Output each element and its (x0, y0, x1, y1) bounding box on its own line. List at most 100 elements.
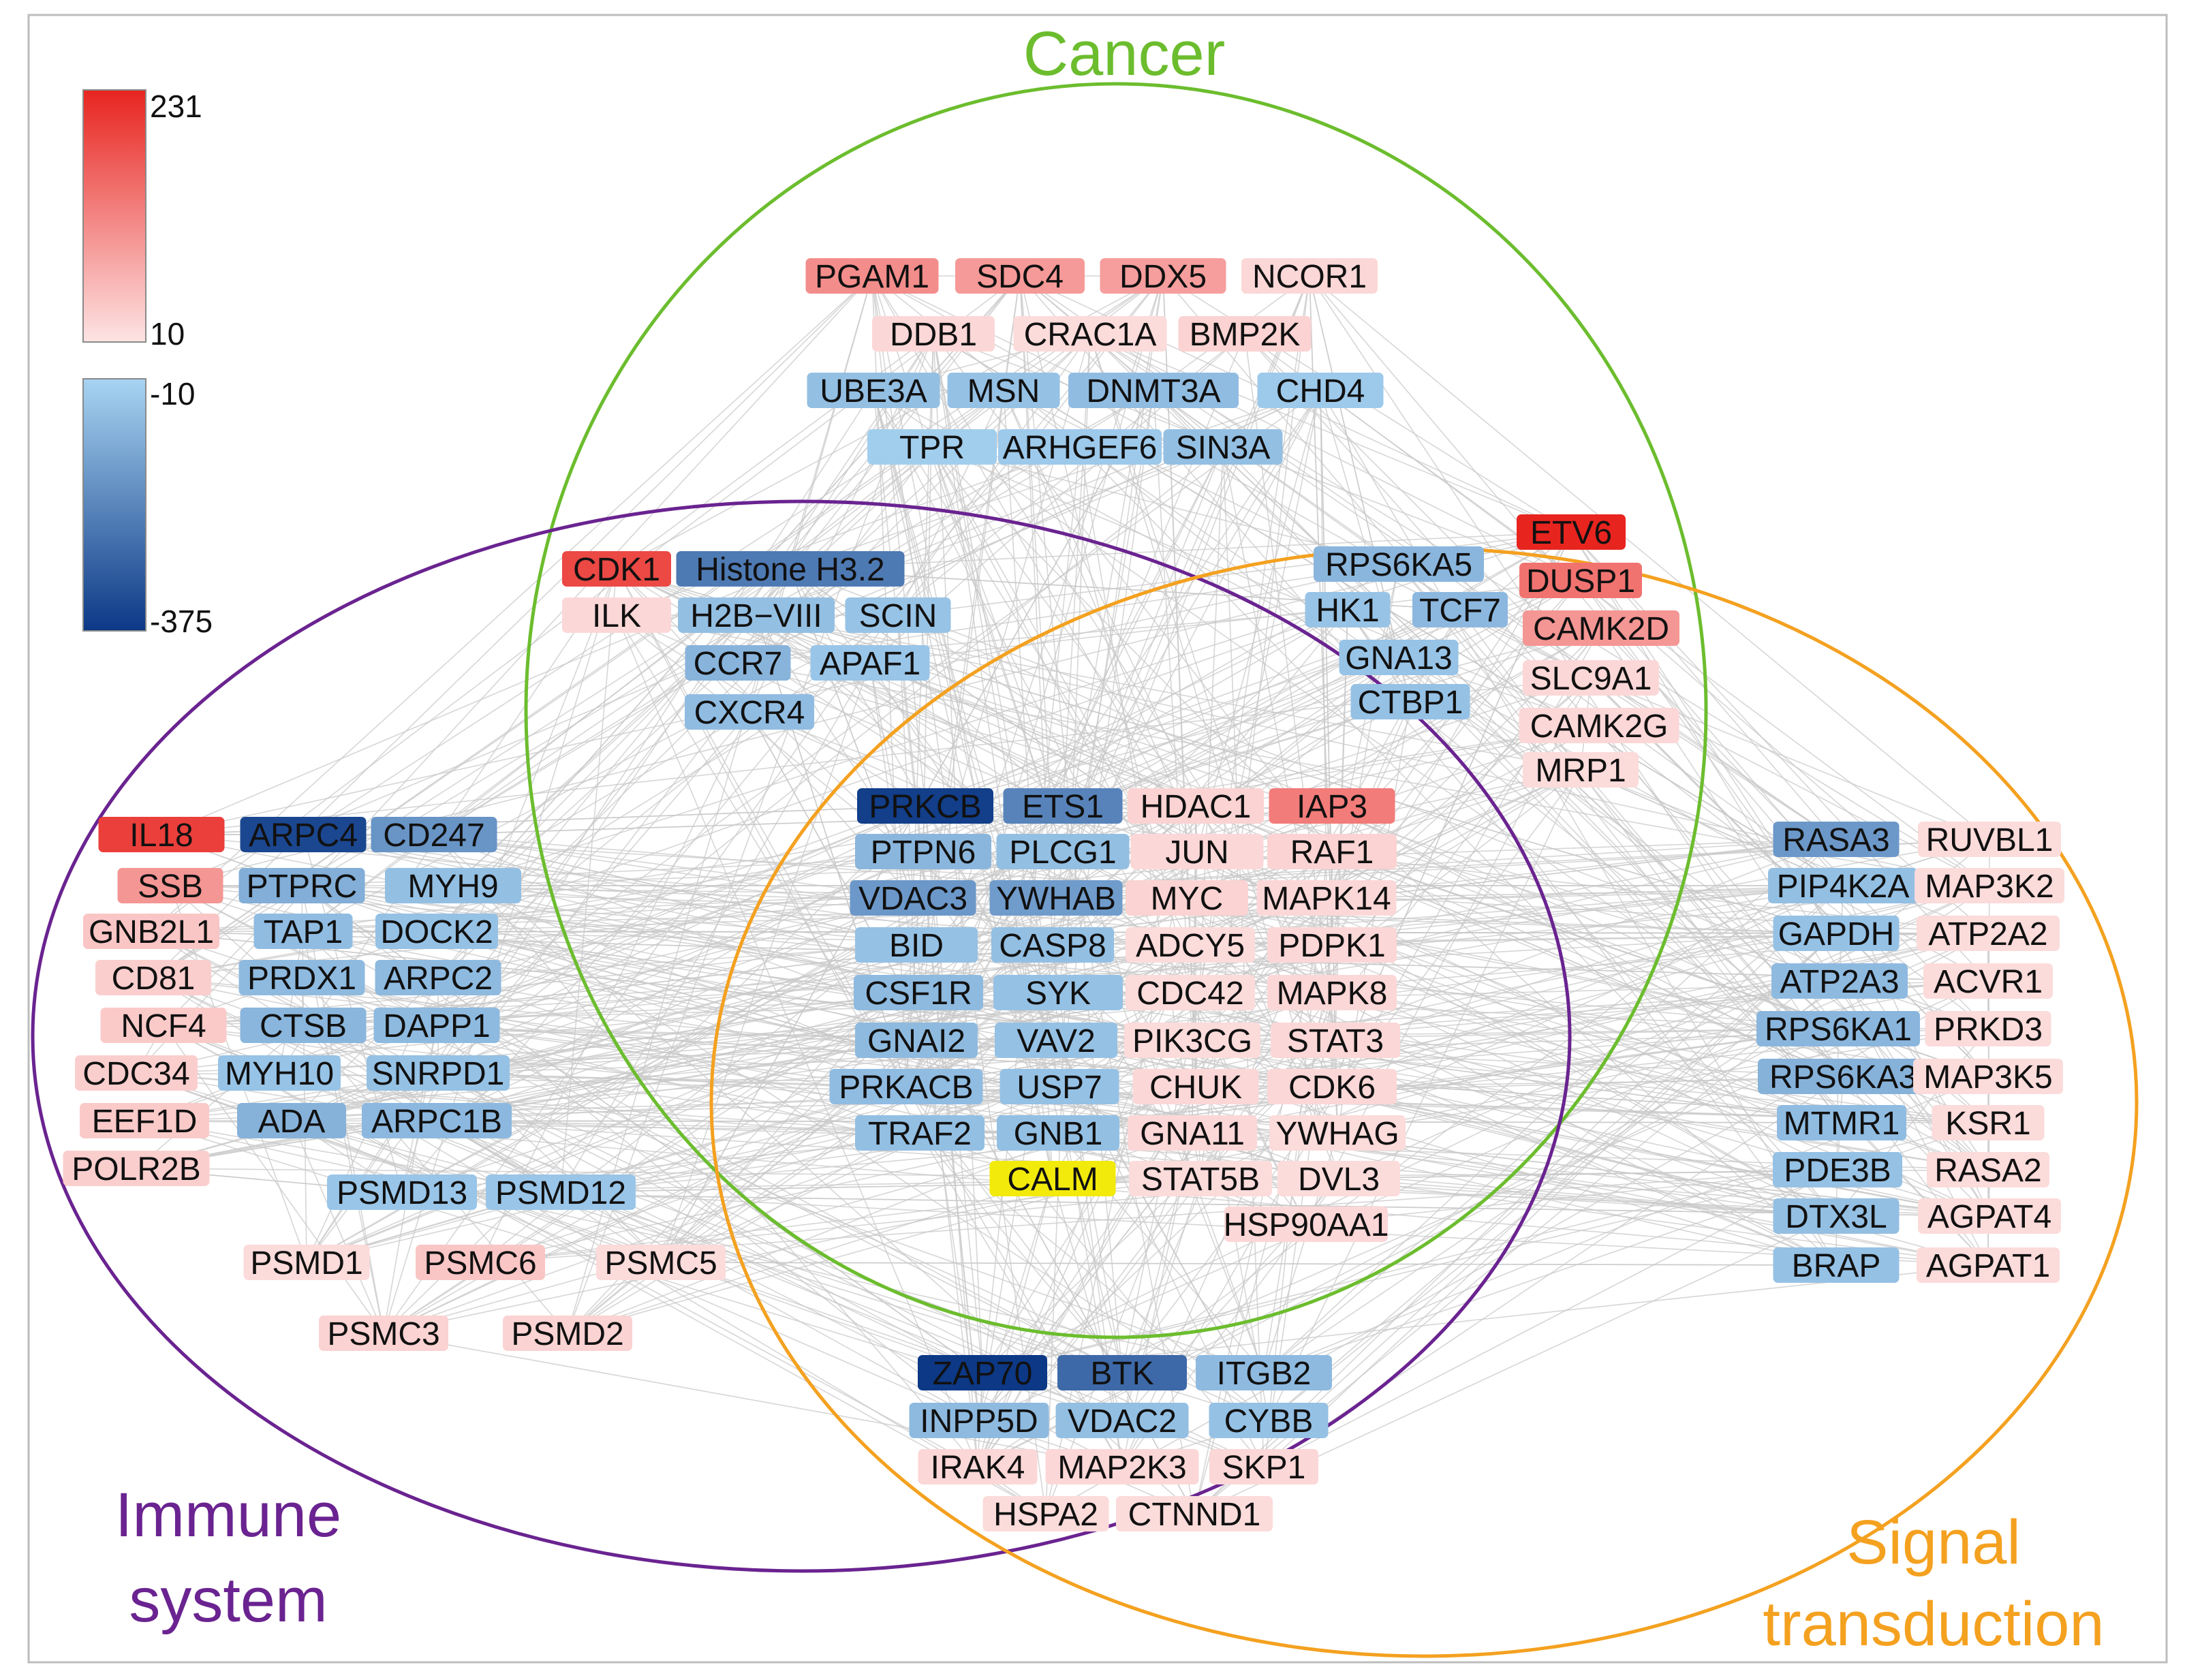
gene-node-ptpn6: PTPN6 (855, 834, 991, 871)
interaction-edge (919, 609, 1348, 1134)
interaction-edge (1153, 390, 1839, 1029)
gene-node-myc: MYC (1126, 880, 1248, 917)
gene-node-pgam1: PGAM1 (805, 258, 939, 295)
interaction-edge (560, 1028, 1839, 1193)
gene-node-tpr: TPR (867, 429, 997, 466)
interaction-edge (1062, 446, 1224, 852)
gene-node-box (855, 927, 978, 963)
upregulated-color-scale (82, 89, 146, 343)
gene-node-box (1277, 1161, 1400, 1196)
color-scale-legend: 231 10 -10 -375 (82, 89, 213, 639)
interaction-edge (303, 834, 1191, 993)
gene-node-label: SLC9A1 (1530, 661, 1652, 697)
gene-node-label: CAMK2D (1533, 611, 1669, 647)
gene-node-box (237, 1103, 346, 1138)
gene-node-box (371, 817, 497, 852)
interaction-edge (1089, 333, 1990, 886)
gene-node-box (1013, 316, 1167, 352)
gene-node-label: BMP2K (1190, 317, 1301, 353)
gene-node-psmd1: PSMD1 (243, 1245, 370, 1281)
gene-node-box (1055, 1403, 1189, 1438)
gene-node-label: ATP2A3 (1780, 964, 1899, 1000)
gene-node-hspa2: HSPA2 (982, 1496, 1109, 1533)
gene-node-label: Histone H3.2 (696, 552, 884, 588)
gene-node-bmp2k: BMP2K (1178, 316, 1312, 353)
gene-node-label: ARPC4 (249, 818, 358, 854)
interaction-edge (790, 390, 1321, 570)
gene-node-label: DDB1 (890, 317, 977, 353)
plot-frame (27, 14, 2168, 1664)
interaction-edge (153, 851, 924, 978)
downregulated-scale-min-label: -375 (150, 604, 213, 639)
gene-node-psmc3: PSMC3 (319, 1316, 448, 1352)
gene-node-box (998, 429, 1162, 465)
interaction-edge (153, 615, 757, 978)
interaction-edge (1320, 390, 1837, 1266)
gene-node-label: NCF4 (121, 1008, 206, 1044)
gene-node-label: AGPAT1 (1926, 1248, 2050, 1284)
gene-node-hk1: HK1 (1305, 592, 1391, 629)
gene-node-label: CYBB (1224, 1403, 1314, 1440)
gene-node-skp1: SKP1 (1209, 1449, 1318, 1486)
interaction-edge (401, 275, 1164, 1193)
interaction-edge (401, 1192, 1990, 1217)
gene-node-box (1305, 592, 1391, 627)
interaction-edge (1059, 390, 1154, 1087)
gene-node-label: CAMK2G (1530, 709, 1669, 745)
gene-node-label: MAPK8 (1277, 976, 1388, 1012)
gene-node-label: ADA (258, 1104, 326, 1140)
gene-node-box (829, 1069, 983, 1104)
gene-node-label: ADCY5 (1136, 928, 1245, 964)
gene-node-box (1932, 1105, 2045, 1140)
gene-node-label: AGPAT4 (1927, 1199, 2051, 1235)
gene-node-calm: CALM (989, 1161, 1116, 1198)
interaction-edge (1337, 701, 1411, 1134)
gene-node-box (319, 1316, 448, 1351)
interaction-edge (436, 568, 791, 1026)
gene-node-box (1523, 610, 1679, 646)
gene-node-rps6ka5: RPS6KA5 (1314, 546, 1484, 583)
gene-node-ctsb: CTSB (240, 1008, 367, 1044)
gene-node-ssb: SSB (117, 868, 223, 905)
gene-node-label: MYH10 (225, 1056, 334, 1092)
gene-node-label: NCOR1 (1252, 259, 1367, 295)
gene-node-ywhab: YWHAB (989, 880, 1123, 917)
gene-node-box (855, 834, 991, 869)
gene-node-camk2g: CAMK2G (1519, 708, 1679, 745)
gene-node-label: MAPK14 (1262, 881, 1391, 917)
gene-node-box (1130, 834, 1264, 869)
gene-node-brap: BRAP (1773, 1247, 1900, 1284)
gene-node-box (1129, 1161, 1272, 1196)
gene-node-box (1773, 916, 1900, 951)
gene-node-tap1: TAP1 (253, 914, 353, 950)
gene-node-label: PRDX1 (247, 961, 356, 997)
interaction-edge (905, 390, 1321, 1087)
gene-node-box (75, 1055, 198, 1091)
gene-node-jun: JUN (1130, 834, 1264, 871)
gene-node-label: BTK (1090, 1356, 1153, 1392)
gene-node-psmd13: PSMD13 (327, 1175, 477, 1211)
gene-node-ets1: ETS1 (1003, 788, 1123, 825)
gene-node-label: MAP3K5 (1923, 1059, 2052, 1095)
interaction-edge (436, 805, 926, 1026)
interaction-edge (616, 568, 1059, 993)
interaction-edge (1062, 851, 1837, 1266)
gene-node-box (1256, 880, 1397, 916)
gene-node-label: ARPC2 (384, 961, 493, 997)
gene-node-syk: SYK (993, 975, 1123, 1012)
gene-node-arpc2: ARPC2 (375, 960, 501, 997)
interaction-edge (1335, 609, 1348, 1041)
gene-node-sin3a: SIN3A (1163, 429, 1283, 466)
interaction-edge (660, 662, 871, 1263)
gene-node-label: GNA13 (1345, 640, 1452, 676)
gene-node-ksr1: KSR1 (1932, 1105, 2045, 1142)
gene-node-box (375, 914, 498, 949)
gene-node-label: RPS6KA3 (1769, 1059, 1917, 1095)
interaction-edge (1190, 839, 1837, 993)
interaction-edge (1320, 390, 1338, 1134)
gene-node-label: CTNND1 (1128, 1497, 1261, 1533)
gene-node-chd4: CHD4 (1257, 373, 1384, 409)
gene-node-histone-h3-2: Histone H3.2 (676, 551, 905, 588)
interaction-edge (871, 275, 1224, 448)
